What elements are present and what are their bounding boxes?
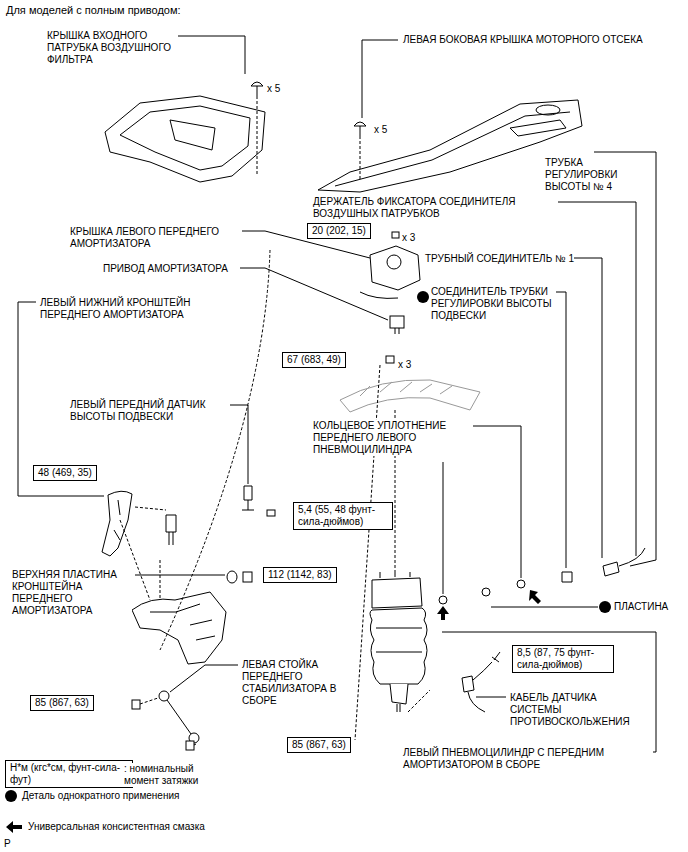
torque-value: 48 (469, 35) bbox=[38, 467, 92, 478]
part-name: ТРУБКА РЕГУЛИРОВКИ ВЫСОТЫ № 4 bbox=[545, 157, 645, 193]
torque-box: 5,4 (55, 48 фунт-сила-дюймов) bbox=[293, 502, 393, 530]
torque-value: 67 (683, 49) bbox=[287, 354, 341, 365]
torque-value: 85 (867, 63) bbox=[35, 697, 89, 708]
torque-value: 20 (202, 15) bbox=[312, 225, 366, 236]
part-name: ВЕРХНЯЯ ПЛАСТИНА КРОНШТЕЙНА ПЕРЕДНЕГО АМ… bbox=[12, 569, 132, 617]
torque-box: 112 (1142, 83) bbox=[263, 567, 337, 583]
part-name: КРЫШКА ЛЕВОГО ПЕРЕДНЕГО АМОРТИЗАТОРА bbox=[70, 226, 235, 250]
part-name: ПЛАСТИНА bbox=[614, 601, 668, 613]
legend-text: Деталь однократного применения bbox=[22, 790, 179, 802]
torque-value: 85 (867, 63) bbox=[292, 739, 346, 750]
part-name: ДЕРЖАТЕЛЬ ФИКСАТОРА СОЕДИНИТЕЛЯ ВОЗДУШНЫ… bbox=[313, 196, 558, 220]
part-name: ПРИВОД АМОРТИЗАТОРА bbox=[103, 263, 228, 275]
part-name: КОЛЬЦЕВОЕ УПЛОТНЕНИЕ ПЕРЕДНЕГО ЛЕВОГО ПН… bbox=[313, 420, 473, 456]
torque-box: 8,5 (87, 75 фунт-сила-дюймов) bbox=[512, 645, 614, 673]
part-name: ЛЕВЫЙ ПНЕВМОЦИЛИНДР С ПЕРЕДНИМ АМОРТИЗАТ… bbox=[403, 747, 653, 771]
callout-count: x 5 bbox=[267, 83, 280, 95]
part-name: ЛЕВАЯ СТОЙКА ПЕРЕДНЕГО СТАБИЛИЗАТОРА В С… bbox=[242, 659, 342, 707]
torque-box: 85 (867, 63) bbox=[287, 737, 351, 753]
part-name: ЛЕВЫЙ ПЕРЕДНИЙ ДАТЧИК ВЫСОТЫ ПОДВЕСКИ bbox=[70, 399, 230, 423]
diagram-title: Для моделей с полным приводом: bbox=[6, 4, 181, 16]
callout-count: P bbox=[4, 838, 11, 850]
torque-value: Н*м (кгс*см, фунт-сила-фут) bbox=[10, 762, 120, 785]
part-name: КРЫШКА ВХОДНОГО ПАТРУБКА ВОЗДУШНОГО ФИЛЬ… bbox=[47, 30, 175, 66]
callout-count: x 3 bbox=[398, 359, 411, 371]
torque-box: 85 (867, 63) bbox=[30, 695, 94, 711]
part-name: КАБЕЛЬ ДАТЧИКА СИСТЕМЫ ПРОТИВОСКОЛЬЖЕНИЯ bbox=[510, 692, 650, 728]
torque-box: Н*м (кгс*см, фунт-сила-фут) bbox=[5, 760, 133, 788]
part-name: ЛЕВЫЙ НИЖНИЙ КРОНШТЕЙН ПЕРЕДНЕГО АМОРТИЗ… bbox=[40, 297, 240, 321]
callout-count: x 5 bbox=[374, 124, 387, 136]
torque-box: 48 (469, 35) bbox=[33, 465, 97, 481]
part-name: ЛЕВАЯ БОКОВАЯ КРЫШКА МОТОРНОГО ОТСЕКА bbox=[403, 34, 643, 46]
torque-box: 20 (202, 15) bbox=[307, 223, 371, 239]
torque-value: 112 (1142, 83) bbox=[268, 569, 332, 580]
legend-text: Универсальная консистентная смазка bbox=[28, 821, 205, 833]
legend-text: : номинальный момент затяжки bbox=[124, 763, 219, 787]
torque-value: 5,4 (55, 48 фунт-сила-дюймов) bbox=[298, 504, 375, 527]
part-name: ТРУБНЫЙ СОЕДИНИТЕЛЬ № 1 bbox=[425, 253, 574, 265]
part-name: СОЕДИНИТЕЛЬ ТРУБКИ РЕГУЛИРОВКИ ВЫСОТЫ ПО… bbox=[431, 286, 556, 322]
torque-box: 67 (683, 49) bbox=[282, 352, 346, 368]
callout-count: x 3 bbox=[402, 232, 415, 244]
torque-value: 8,5 (87, 75 фунт-сила-дюймов) bbox=[517, 647, 594, 670]
